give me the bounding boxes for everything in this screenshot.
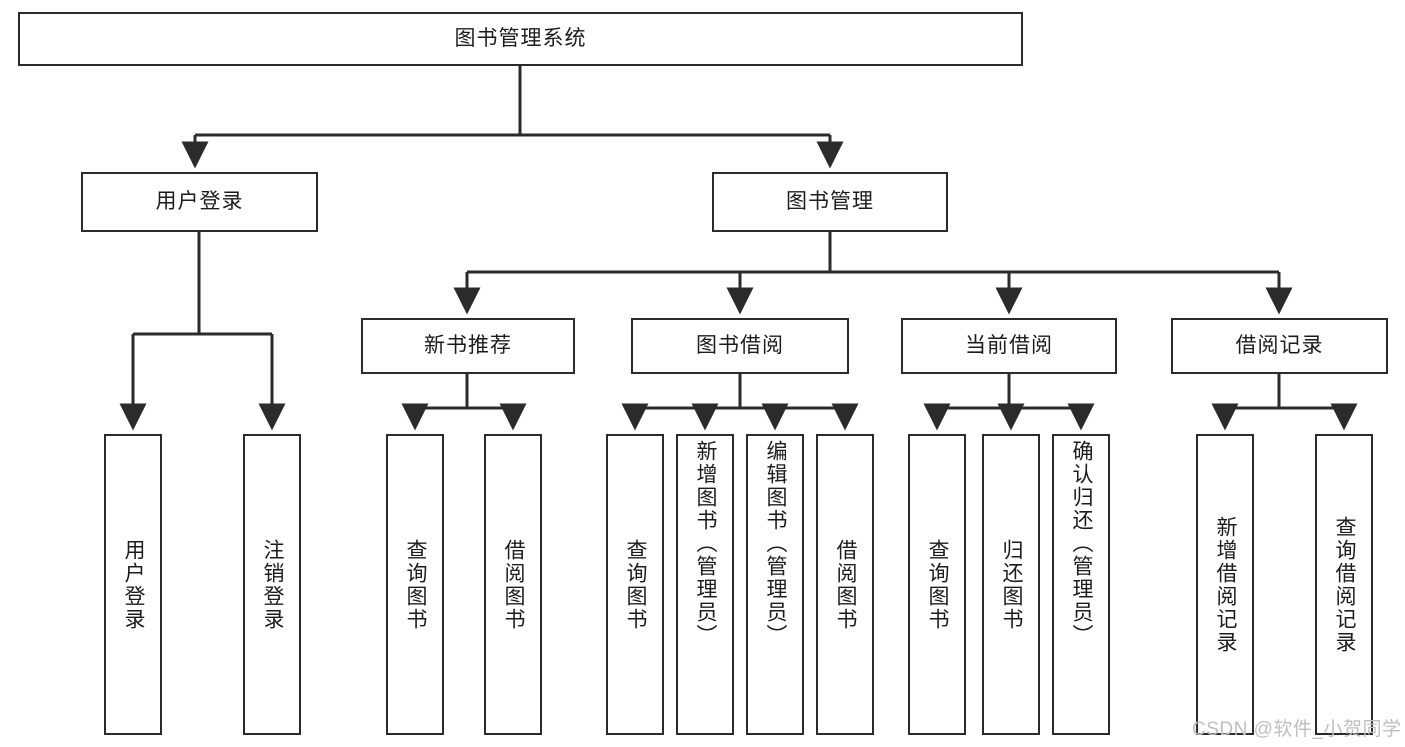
node-leaf-4[interactable]: 借阅图书 — [484, 434, 542, 735]
node-leaf-12[interactable]: 新增借阅记录 — [1196, 434, 1254, 735]
node-level3-1[interactable]: 新书推荐 — [361, 318, 575, 374]
node-level3-3[interactable]: 当前借阅 — [901, 318, 1117, 374]
csdn-watermark: CSDN @软件_小贺同学 — [1192, 719, 1402, 740]
node-leaf-6[interactable]: 新增图书（管理员） — [676, 434, 734, 735]
node-leaf-8[interactable]: 借阅图书 — [816, 434, 874, 735]
node-leaf-11[interactable]: 确认归还（管理员） — [1052, 434, 1110, 735]
node-leaf-9[interactable]: 查询图书 — [908, 434, 966, 735]
node-level2-1[interactable]: 用户登录 — [81, 172, 318, 232]
node-level3-4[interactable]: 借阅记录 — [1171, 318, 1388, 374]
node-leaf-3[interactable]: 查询图书 — [386, 434, 444, 735]
node-leaf-10[interactable]: 归还图书 — [982, 434, 1040, 735]
node-leaf-7[interactable]: 编辑图书（管理员） — [746, 434, 804, 735]
node-leaf-1[interactable]: 用户登录 — [104, 434, 162, 735]
node-leaf-13[interactable]: 查询借阅记录 — [1315, 434, 1373, 735]
node-leaf-2[interactable]: 注销登录 — [243, 434, 301, 735]
node-level2-2[interactable]: 图书管理 — [712, 172, 948, 232]
node-level3-2[interactable]: 图书借阅 — [631, 318, 849, 374]
node-root[interactable]: 图书管理系统 — [18, 12, 1023, 66]
node-leaf-5[interactable]: 查询图书 — [606, 434, 664, 735]
